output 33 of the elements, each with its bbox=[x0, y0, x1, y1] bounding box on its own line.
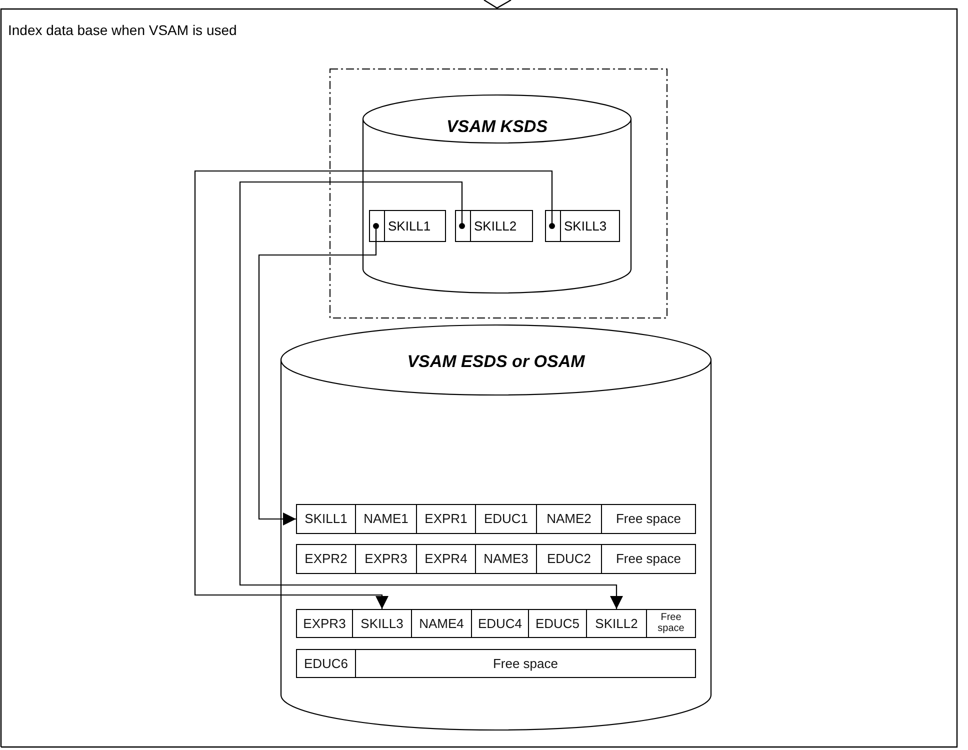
pointer-arrow bbox=[258, 226, 377, 526]
pointer-arrow bbox=[194, 170, 553, 609]
data-segment: Free space bbox=[355, 649, 696, 678]
data-segment: EDUC6 bbox=[296, 649, 356, 678]
index-record bbox=[369, 210, 446, 242]
data-segment: SKILL2 bbox=[586, 609, 647, 638]
data-segment: EXPR3 bbox=[355, 544, 417, 574]
record-key: SKILL1 bbox=[388, 218, 431, 234]
data-segment: EDUC2 bbox=[536, 544, 602, 574]
data-segment: EXPR2 bbox=[296, 544, 356, 574]
cylinder-label: VSAM ESDS or OSAM bbox=[407, 352, 585, 372]
data-segment: EXPR4 bbox=[416, 544, 476, 574]
data-segment: NAME1 bbox=[355, 504, 417, 534]
data-segment: EDUC1 bbox=[475, 504, 537, 534]
data-segment: Free space bbox=[601, 504, 696, 534]
pointer-arrow bbox=[239, 181, 623, 609]
data-segment: EXPR3 bbox=[296, 609, 353, 638]
record-key: SKILL2 bbox=[474, 218, 517, 234]
data-segment: NAME2 bbox=[536, 504, 602, 534]
record-key: SKILL3 bbox=[564, 218, 607, 234]
data-segment: EDUC4 bbox=[471, 609, 529, 638]
cylinder-label: VSAM KSDS bbox=[446, 117, 548, 137]
data-segment: EXPR1 bbox=[416, 504, 476, 534]
data-segment: SKILL3 bbox=[352, 609, 412, 638]
data-segment: Free space bbox=[646, 609, 696, 638]
index-record bbox=[455, 210, 533, 242]
data-segment: EDUC5 bbox=[528, 609, 587, 638]
index-record bbox=[545, 210, 620, 242]
data-segment: Free space bbox=[601, 544, 696, 574]
data-segment: NAME4 bbox=[411, 609, 472, 638]
data-segment: NAME3 bbox=[475, 544, 537, 574]
diagram-title: Index data base when VSAM is used bbox=[8, 22, 237, 38]
data-segment: SKILL1 bbox=[296, 504, 356, 534]
